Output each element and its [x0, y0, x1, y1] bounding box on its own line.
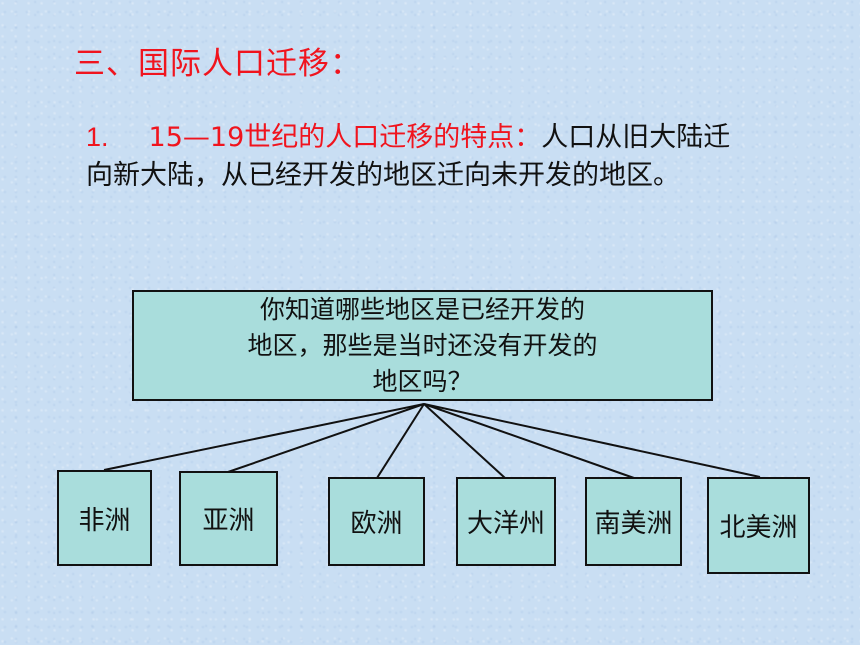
question-line: 地区吗？: [372, 367, 473, 396]
continent-box-asia: 亚洲: [179, 471, 278, 566]
connector-line: [423, 403, 635, 479]
continent-box-africa: 非洲: [57, 470, 152, 566]
connector-line: [423, 403, 761, 478]
question-line: 你知道哪些地区是已经开发的: [259, 295, 585, 324]
question-line: 地区，那些是当时还没有开发的: [247, 331, 598, 360]
point-text: 1. 15—19世纪的人口迁移的特点：人口从旧大陆迁向新大陆，从已经开发的地区迁向…: [86, 118, 756, 195]
question-box: 你知道哪些地区是已经开发的 地区，那些是当时还没有开发的 地区吗？: [132, 290, 713, 401]
continent-box-oceania: 大洋州: [456, 477, 556, 566]
connector-line: [423, 403, 506, 479]
slide-title: 三、国际人口迁移：: [74, 46, 362, 82]
continent-box-south-america: 南美洲: [585, 477, 682, 566]
point-number: 1.: [86, 122, 109, 152]
point-heading: 15—19世纪的人口迁移的特点：: [148, 122, 542, 153]
connector-line: [103, 403, 425, 471]
continent-box-north-america: 北美洲: [707, 477, 810, 574]
point-body: 人口从旧大陆迁向新大陆，从已经开发的地区迁向未开发的地区。: [86, 122, 731, 191]
connector-line: [227, 403, 425, 473]
connector-line: [376, 403, 425, 479]
continent-box-europe: 欧洲: [328, 477, 425, 566]
